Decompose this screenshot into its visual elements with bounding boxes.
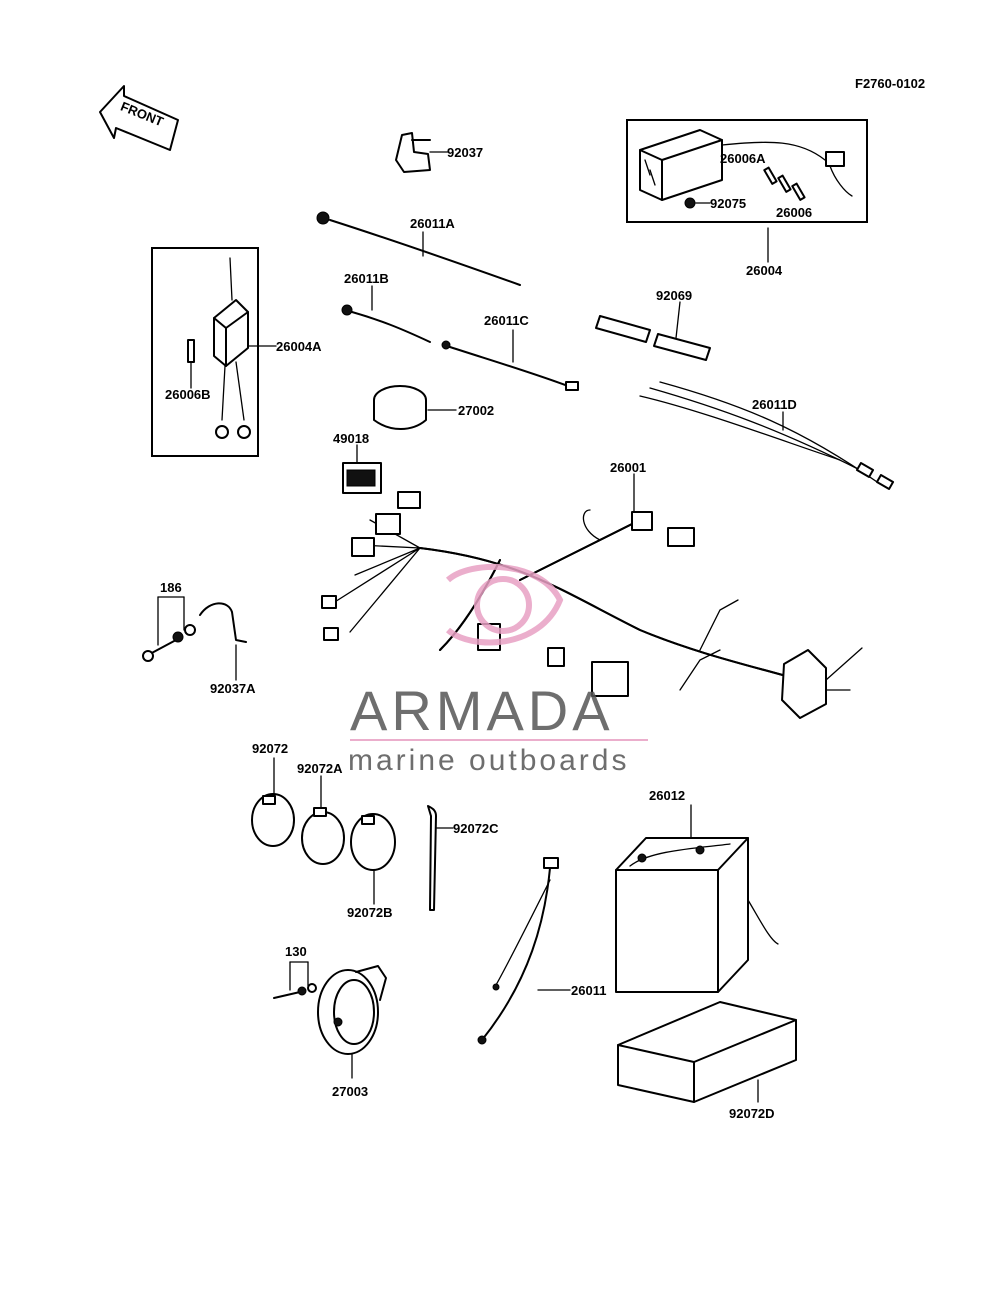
- label-92072: 92072: [252, 741, 288, 756]
- label-26012: 26012: [649, 788, 685, 803]
- watermark: ARMADA marine outboards: [348, 563, 648, 777]
- label-26004: 26004: [746, 263, 783, 278]
- watermark-subtitle: marine outboards: [348, 744, 629, 777]
- lead-26011B: [341, 285, 431, 343]
- label-26011A: 26011A: [410, 216, 455, 231]
- regulator-26004: [626, 119, 868, 263]
- bolt-186: [142, 596, 196, 662]
- lead-26011C: [441, 329, 579, 391]
- label-92037A: 92037A: [210, 681, 256, 696]
- label-27003: 27003: [332, 1084, 368, 1099]
- clamp-92037A: [199, 602, 247, 681]
- battery-26012: [615, 804, 779, 993]
- watermark-title: ARMADA: [350, 679, 614, 742]
- label-26011B: 26011B: [344, 271, 389, 286]
- label-92072C: 92072C: [453, 821, 499, 836]
- label-92037: 92037: [447, 145, 483, 160]
- label-26001: 26001: [610, 460, 646, 475]
- band-92072: [251, 757, 295, 847]
- watermark-logo-icon: [474, 576, 532, 634]
- horn-27003: [317, 965, 387, 1079]
- label-26006: 26006: [776, 205, 812, 220]
- lead-26011D: [639, 381, 895, 490]
- lead-26011A: [316, 211, 521, 286]
- band-92072A: [301, 775, 345, 865]
- igniter-26004A: [151, 247, 277, 457]
- label-26011D: 26011D: [752, 397, 797, 412]
- strap-92072C: [427, 805, 454, 911]
- lead-26011: [477, 857, 571, 1045]
- clamp-92037: [395, 132, 449, 173]
- label-92072B: 92072B: [347, 905, 393, 920]
- label-92075: 92075: [710, 196, 746, 211]
- label-130: 130: [285, 944, 307, 959]
- tray-92072D: [617, 1001, 797, 1103]
- connector-49018: [342, 444, 382, 494]
- label-92069: 92069: [656, 288, 692, 303]
- label-92072A: 92072A: [297, 761, 343, 776]
- label-26011: 26011: [571, 983, 606, 998]
- front-arrow: FRONT: [99, 85, 179, 151]
- figure-id: F2760-0102: [855, 76, 925, 91]
- bolt-130: [273, 961, 317, 999]
- label-26006A: 26006A: [720, 151, 766, 166]
- label-49018: 49018: [333, 431, 369, 446]
- label-27002: 27002: [458, 403, 494, 418]
- label-26006B: 26006B: [165, 387, 211, 402]
- band-92072B: [350, 813, 396, 905]
- label-92072D: 92072D: [729, 1106, 775, 1121]
- tube-92069: [595, 301, 711, 361]
- label-26004A: 26004A: [276, 339, 322, 354]
- relay-27002: [373, 385, 457, 430]
- label-26011C: 26011C: [484, 313, 529, 328]
- label-186: 186: [160, 580, 182, 595]
